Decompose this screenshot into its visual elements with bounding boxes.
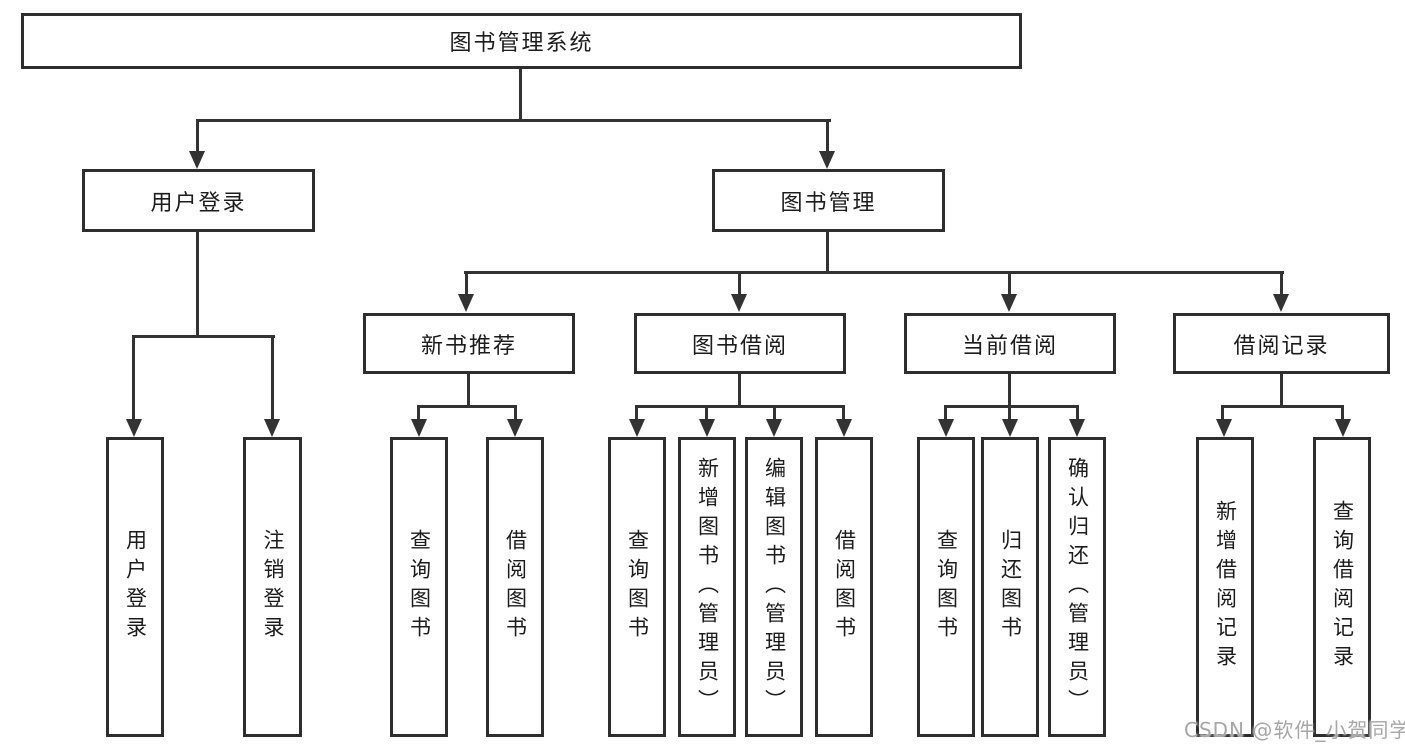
leaf-query-books-borrow: 查询图书 bbox=[608, 437, 666, 737]
node-current-borrow: 当前借阅 bbox=[904, 313, 1116, 374]
leaf-return-books-label: 归还图书 bbox=[998, 529, 1023, 645]
connector-drop-leaf-user-login bbox=[132, 335, 135, 420]
arrow-down-icon bbox=[1335, 419, 1351, 437]
node-root-label: 图书管理系统 bbox=[449, 31, 594, 56]
leaf-query-books-current: 查询图书 bbox=[917, 437, 975, 737]
arrow-down-icon bbox=[507, 419, 523, 437]
arrow-down-icon bbox=[819, 151, 835, 169]
connector-book-borrow-bus bbox=[635, 405, 845, 408]
connector-user-login-bus bbox=[132, 335, 275, 338]
leaf-add-borrow-record-label: 新增借阅记录 bbox=[1213, 500, 1238, 674]
leaf-query-books-borrow-label: 查询图书 bbox=[625, 529, 650, 645]
arrow-down-icon bbox=[938, 419, 954, 437]
leaf-query-books-current-label: 查询图书 bbox=[934, 529, 959, 645]
node-current-borrow-label: 当前借阅 bbox=[961, 333, 1058, 359]
connector-drop-leaf-logout bbox=[271, 335, 274, 420]
connector-drop bbox=[1076, 405, 1079, 420]
arrow-down-icon bbox=[1069, 419, 1085, 437]
leaf-add-borrow-record: 新增借阅记录 bbox=[1196, 437, 1254, 737]
leaf-logout-login: 注销登录 bbox=[243, 437, 302, 737]
connector-drop bbox=[842, 405, 845, 420]
arrow-down-icon bbox=[766, 419, 782, 437]
connector-drop bbox=[635, 405, 638, 420]
connector-borrow-records-stem bbox=[1280, 374, 1283, 408]
arrow-down-icon bbox=[699, 419, 715, 437]
leaf-query-borrow-record: 查询借阅记录 bbox=[1313, 437, 1371, 737]
arrow-down-icon bbox=[1216, 419, 1232, 437]
connector-drop bbox=[773, 405, 776, 420]
connector-book-management-stem bbox=[826, 232, 829, 274]
node-book-borrow: 图书借阅 bbox=[634, 313, 846, 374]
connector-drop bbox=[705, 405, 708, 420]
node-book-management-label: 图书管理 bbox=[780, 190, 877, 216]
node-root: 图书管理系统 bbox=[21, 13, 1022, 69]
node-user-login: 用户登录 bbox=[82, 169, 315, 232]
arrow-down-icon bbox=[1001, 294, 1017, 312]
leaf-confirm-return-admin: 确认归还（管理员） bbox=[1048, 437, 1106, 737]
arrow-down-icon bbox=[836, 419, 852, 437]
connector-level1-bus bbox=[196, 119, 831, 122]
node-borrow-records: 借阅记录 bbox=[1173, 313, 1390, 374]
connector-drop-book-management bbox=[826, 119, 829, 152]
leaf-borrow-books-recommend-label: 借阅图书 bbox=[503, 529, 528, 645]
connector-current-borrow-bus bbox=[944, 405, 1079, 408]
arrow-down-icon bbox=[458, 294, 474, 312]
connector-new-book-recommend-stem bbox=[467, 374, 470, 408]
leaf-add-books-admin-label: 新增图书（管理员） bbox=[695, 456, 720, 718]
connector-current-borrow-stem bbox=[1008, 374, 1011, 408]
connector-drop bbox=[514, 405, 517, 420]
arrow-down-icon bbox=[629, 419, 645, 437]
node-book-management: 图书管理 bbox=[712, 169, 945, 232]
leaf-user-login-label: 用户登录 bbox=[123, 529, 148, 645]
connector-drop-user-login bbox=[196, 119, 199, 152]
arrow-down-icon bbox=[1273, 294, 1289, 312]
leaf-borrow-books-b-label: 借阅图书 bbox=[832, 529, 857, 645]
connector-drop bbox=[1341, 405, 1344, 420]
connector-drop-current-borrow bbox=[1008, 271, 1011, 296]
node-new-book-recommend: 新书推荐 bbox=[363, 313, 575, 374]
leaf-query-books-recommend: 查询图书 bbox=[390, 437, 448, 737]
node-new-book-recommend-label: 新书推荐 bbox=[420, 333, 517, 359]
connector-drop-new-book-recommend bbox=[465, 271, 468, 296]
leaf-return-books: 归还图书 bbox=[981, 437, 1039, 737]
leaf-query-books-recommend-label: 查询图书 bbox=[407, 529, 432, 645]
node-book-borrow-label: 图书借阅 bbox=[691, 333, 788, 359]
connector-drop-book-borrow bbox=[738, 271, 741, 296]
arrow-down-icon bbox=[264, 419, 280, 437]
arrow-down-icon bbox=[126, 419, 142, 437]
connector-level2-bus bbox=[464, 271, 1284, 274]
connector-drop bbox=[417, 405, 420, 420]
connector-borrow-records-bus bbox=[1221, 405, 1342, 408]
connector-drop bbox=[944, 405, 947, 420]
connector-drop-borrow-records bbox=[1280, 271, 1283, 296]
arrow-down-icon bbox=[189, 151, 205, 169]
arrow-down-icon bbox=[1002, 419, 1018, 437]
node-borrow-records-label: 借阅记录 bbox=[1233, 333, 1330, 359]
leaf-edit-books-admin-label: 编辑图书（管理员） bbox=[762, 456, 787, 718]
leaf-borrow-books-b: 借阅图书 bbox=[815, 437, 873, 737]
connector-new-book-recommend-bus bbox=[417, 405, 517, 408]
connector-book-borrow-stem bbox=[738, 374, 741, 408]
csdn-watermark: CSDN @软件_小贺同学 bbox=[1184, 718, 1405, 742]
arrow-down-icon bbox=[411, 419, 427, 437]
leaf-logout-login-label: 注销登录 bbox=[261, 529, 285, 645]
leaf-borrow-books-recommend: 借阅图书 bbox=[486, 437, 544, 737]
leaf-edit-books-admin: 编辑图书（管理员） bbox=[745, 437, 803, 737]
node-user-login-label: 用户登录 bbox=[150, 190, 247, 216]
leaf-query-borrow-record-label: 查询借阅记录 bbox=[1330, 500, 1355, 674]
arrow-down-icon bbox=[731, 294, 747, 312]
leaf-add-books-admin: 新增图书（管理员） bbox=[678, 437, 736, 737]
leaf-confirm-return-admin-label: 确认归还（管理员） bbox=[1065, 456, 1090, 718]
connector-drop bbox=[1221, 405, 1224, 420]
connector-drop bbox=[1008, 405, 1011, 420]
leaf-user-login: 用户登录 bbox=[106, 437, 164, 737]
connector-user-login-stem bbox=[196, 232, 199, 338]
connector-root-stem bbox=[519, 69, 522, 122]
